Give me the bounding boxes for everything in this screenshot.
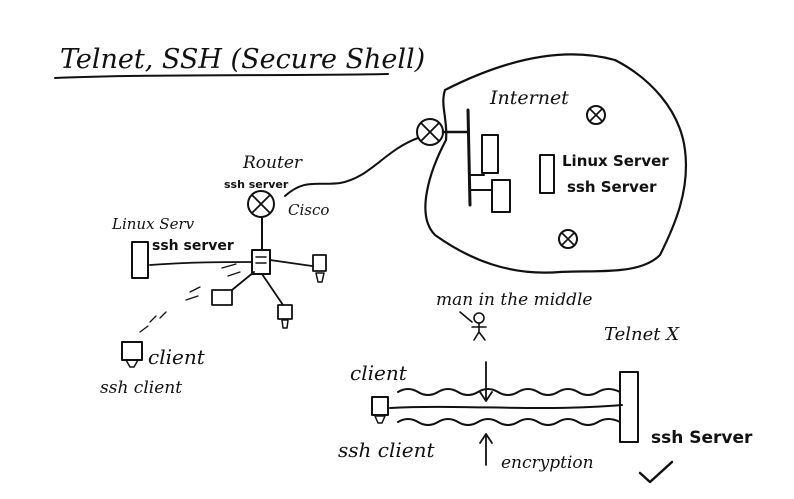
tunnel-client-stand	[374, 415, 386, 424]
tunnel-lower-wall	[397, 418, 621, 426]
lan-pc-icon	[277, 304, 293, 320]
router-label: Router	[242, 153, 303, 173]
lan-switch-detail	[255, 256, 267, 264]
lan-ssh-server-label: ssh server	[152, 238, 234, 254]
cloud-server-icon	[491, 179, 511, 213]
lan-link	[231, 271, 255, 291]
tunnel-ssh-server-icon	[619, 371, 639, 443]
tunnel-client-icon	[371, 396, 389, 416]
cloud-server-icon	[481, 134, 499, 174]
lan-pc-stand	[315, 272, 325, 283]
wireless-waves	[185, 263, 241, 301]
lan-server-link	[149, 261, 253, 266]
mitm-label: man in the middle	[436, 290, 592, 310]
backbone-branches	[469, 174, 493, 191]
lan-laptop-icon	[211, 289, 233, 306]
cloud-router-icon	[586, 105, 606, 125]
telnet-label: Telnet X	[604, 324, 680, 345]
lan-link	[269, 259, 313, 267]
internet-linux-server-label: Linux Server	[562, 152, 669, 170]
tunnel-ssh-server-label: ssh Server	[651, 428, 753, 448]
lan-switch-icon	[251, 249, 271, 275]
lan-linux-server-label: Linux Serv	[111, 215, 195, 233]
encryption-label: encryption	[501, 453, 594, 473]
tunnel-upper-wall	[397, 388, 621, 396]
mitm-attack-arrow	[479, 361, 493, 402]
tunnel-client-label: client	[350, 361, 408, 385]
lan-pc-stand	[281, 319, 289, 329]
wireless-client-icon	[121, 341, 143, 361]
router-ssh-server-label: ssh server	[224, 178, 289, 191]
lan-linux-server-icon	[131, 241, 149, 279]
router-icon	[247, 190, 275, 218]
wireless-client-stand	[125, 359, 139, 368]
router-vendor-label: Cisco	[288, 201, 329, 219]
internet-label: Internet	[489, 87, 569, 109]
lan-link	[261, 273, 284, 306]
checkmark-icon	[638, 460, 674, 484]
encryption-arrow	[479, 433, 493, 466]
wan-link	[284, 137, 419, 197]
internet-linux-server-icon	[539, 154, 555, 194]
title-underline	[54, 73, 389, 79]
tunnel-data-line	[389, 404, 623, 409]
internet-ssh-server-label: ssh Server	[567, 178, 657, 196]
wireless-waves	[139, 311, 167, 333]
lan-ssh-client-label: ssh client	[100, 378, 182, 398]
cloud-router-icon	[558, 229, 578, 249]
lan-client-label: client	[148, 345, 206, 369]
lan-pc-icon	[312, 254, 327, 272]
diagram-title: Telnet, SSH (Secure Shell)	[60, 44, 425, 75]
gateway-router-icon	[416, 118, 444, 146]
tunnel-ssh-client-label: ssh client	[338, 438, 435, 462]
mitm-figure-icon	[459, 311, 487, 341]
internet-cloud	[424, 53, 687, 274]
